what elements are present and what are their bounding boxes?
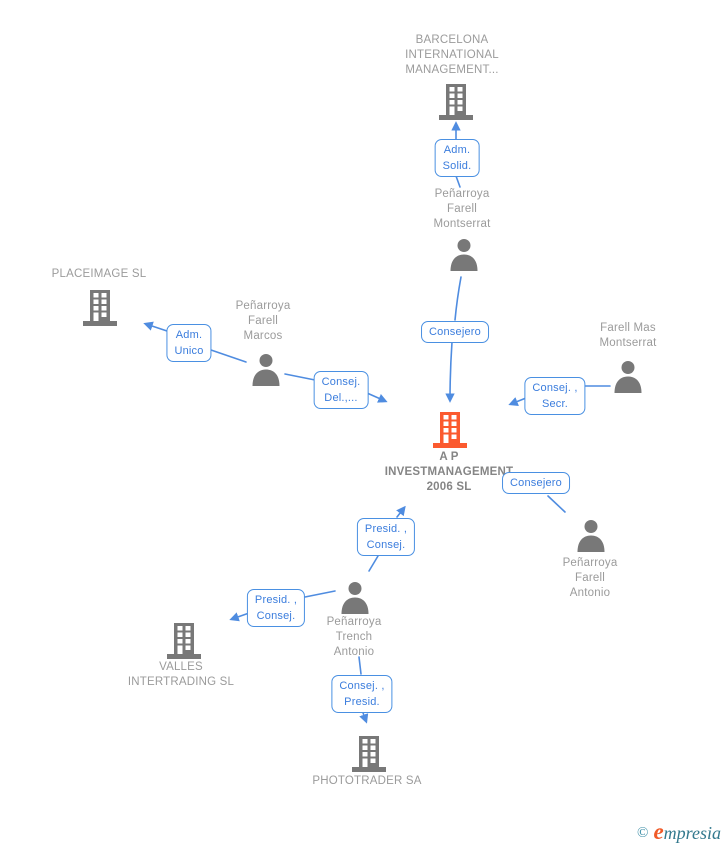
person-icon [341, 582, 369, 614]
edge-label-consej-secr[interactable]: Consej. , Secr. [524, 377, 586, 415]
person-label-farell-mas: Farell Mas Montserrat [599, 322, 657, 349]
edge-label-presid-consej-left[interactable]: Presid. , Consej. [246, 589, 306, 627]
building-icon [433, 412, 467, 448]
person-node-farell-antonio[interactable] [574, 518, 608, 557]
person-icon [614, 361, 642, 393]
person-label-farell-montserrat: Peñarroya Farell Montserrat [433, 188, 491, 230]
building-icon [352, 736, 386, 772]
edge-label-adm-solid[interactable]: Adm. Solid. [434, 139, 480, 177]
edge-label-consejero-top[interactable]: Consejero [421, 321, 489, 343]
logo-brand-initial: e [653, 819, 664, 844]
edge-label-adm-unico[interactable]: Adm. Unico [166, 324, 212, 362]
company-node-barcelona[interactable] [436, 81, 476, 126]
edge-label-consej-presid[interactable]: Consej. , Presid. [331, 675, 393, 713]
person-label-farell-antonio: Peñarroya Farell Antonio [562, 557, 618, 599]
person-icon [577, 520, 605, 552]
person-node-trench-antonio[interactable] [338, 580, 372, 619]
company-label-phototrader: PHOTOTRADER SA [312, 775, 422, 787]
edge-label-consej-del[interactable]: Consej. Del.,... [313, 371, 369, 409]
empresia-logo: ©empresia [637, 819, 721, 845]
building-icon [167, 623, 201, 659]
company-node-valles[interactable] [164, 620, 204, 665]
company-node-ap-investmanagement[interactable] [430, 409, 470, 454]
edge-label-consejero-right[interactable]: Consejero [502, 472, 570, 494]
company-node-placeimage[interactable] [80, 287, 120, 332]
person-node-farell-marcos[interactable] [249, 352, 283, 391]
person-icon [450, 239, 478, 271]
company-label-valles: VALLES INTERTRADING SL [127, 661, 235, 688]
company-label-barcelona: BARCELONA INTERNATIONAL MANAGEMENT... [405, 34, 499, 76]
person-icon [252, 354, 280, 386]
company-node-phototrader[interactable] [349, 733, 389, 778]
building-icon [439, 84, 473, 120]
edge-label-presid-consej-top[interactable]: Presid. , Consej. [356, 518, 416, 556]
person-node-farell-mas[interactable] [611, 359, 645, 398]
person-node-farell-montserrat[interactable] [447, 237, 481, 276]
building-icon [83, 290, 117, 326]
person-label-trench-antonio: Peñarroya Trench Antonio [326, 616, 382, 658]
person-label-farell-marcos: Peñarroya Farell Marcos [235, 300, 291, 342]
logo-brand-text: mpresia [663, 823, 721, 843]
copyright-icon: © [637, 825, 649, 841]
company-label-ap-investmanagement: A P INVESTMANAGEMENT 2006 SL [384, 451, 514, 493]
company-label-placeimage: PLACEIMAGE SL [51, 268, 147, 280]
